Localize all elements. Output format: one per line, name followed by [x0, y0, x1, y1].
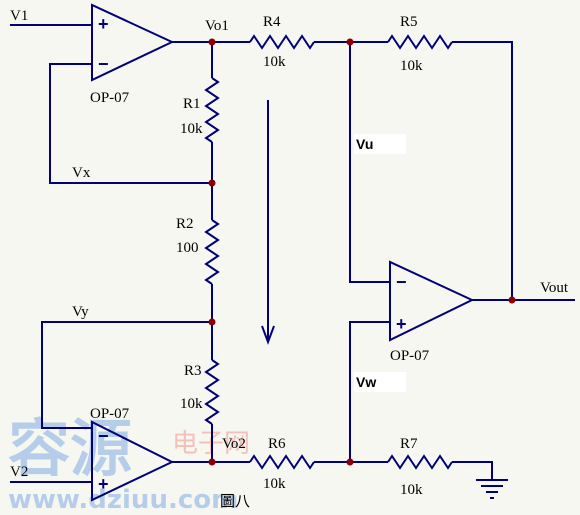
- vw-label: Vw: [356, 374, 376, 390]
- junctions: [208, 38, 516, 466]
- opamp-top-label: OP-07: [90, 90, 130, 106]
- r7-label: R7: [400, 436, 418, 452]
- opamp-right-minus: −: [396, 272, 407, 292]
- r2-label: R2: [176, 216, 194, 232]
- v2-label: V2: [10, 464, 28, 480]
- resistor-r6: [249, 454, 315, 470]
- resistor-r7: [387, 454, 453, 470]
- opamp-bottom-minus: −: [98, 426, 109, 446]
- vw-wire: [349, 321, 390, 462]
- junction-vout: [508, 296, 516, 304]
- resistor-r1: [204, 77, 220, 143]
- vx-feedback-wire: [49, 63, 212, 184]
- r3-label: R3: [184, 363, 202, 379]
- junction-vo1: [208, 38, 216, 46]
- opamp-top-minus: −: [98, 54, 109, 74]
- resistor-r5: [387, 34, 453, 50]
- opamp-bottom-label: OP-07: [90, 406, 130, 422]
- r5-label: R5: [400, 14, 418, 30]
- r7-value: 10k: [400, 482, 423, 498]
- opamp-right-label: OP-07: [390, 348, 430, 364]
- vu-wire: [349, 42, 390, 283]
- r1-value: 10k: [180, 121, 203, 137]
- r3-value: 10k: [180, 396, 203, 412]
- resistor-r4: [249, 34, 315, 50]
- junction-vy: [208, 318, 216, 326]
- resistor-r3: [204, 359, 220, 425]
- vout-label: Vout: [540, 280, 569, 296]
- opamp-right-plus: +: [396, 314, 407, 334]
- junction-r6-r7: [346, 458, 354, 466]
- vx-label: Vx: [72, 165, 91, 181]
- vy-feedback-wire: [41, 321, 212, 429]
- r4-label: R4: [263, 14, 281, 30]
- ground-icon: [476, 479, 508, 499]
- opamp-right: − + OP-07: [389, 260, 475, 364]
- r4-value: 10k: [263, 54, 286, 70]
- watermark-url: www.dziuu.com: [8, 485, 238, 515]
- r1-label: R1: [183, 96, 201, 112]
- opamp-top: + − OP-07: [90, 3, 175, 106]
- opamp-bottom: − + OP-07: [90, 406, 175, 502]
- r5-value: 10k: [400, 58, 423, 74]
- junction-vo2: [208, 458, 216, 466]
- figure-caption: 圖八: [220, 493, 250, 510]
- r2-value: 100: [176, 240, 199, 256]
- current-arrow: [261, 100, 275, 345]
- junction-vx: [208, 179, 216, 187]
- v1-label: V1: [10, 8, 28, 24]
- vo2-label: Vo2: [222, 436, 246, 452]
- vo1-label: Vo1: [205, 18, 229, 34]
- r6-label: R6: [268, 436, 286, 452]
- vu-label: Vu: [356, 136, 373, 152]
- vy-label: Vy: [72, 304, 89, 320]
- r6-value: 10k: [263, 476, 286, 492]
- opamp-top-plus: +: [98, 14, 109, 34]
- junction-r4-r5: [346, 38, 354, 46]
- resistor-r2: [204, 219, 220, 285]
- watermark-cn-left: 容源: [8, 412, 132, 485]
- opamp-bottom-plus: +: [98, 474, 109, 494]
